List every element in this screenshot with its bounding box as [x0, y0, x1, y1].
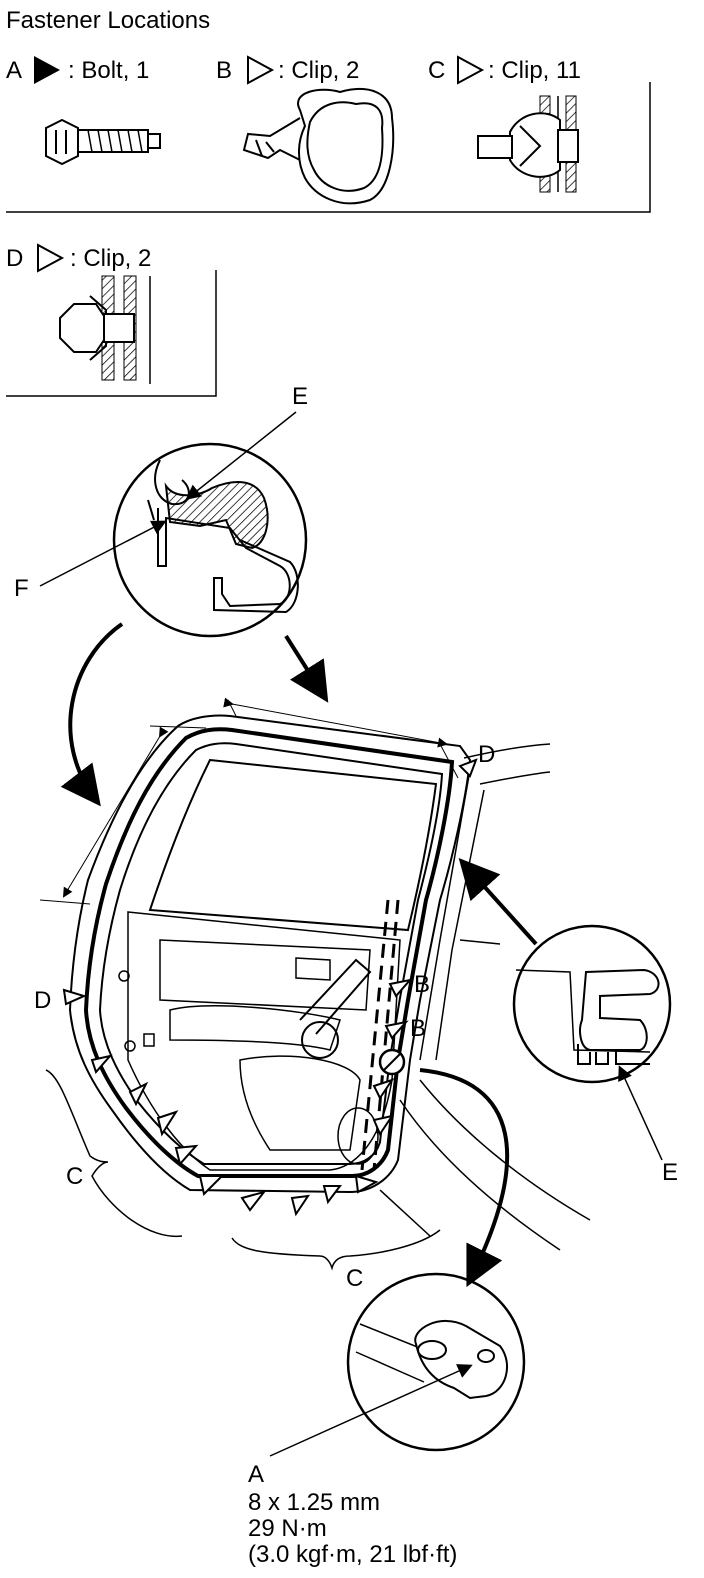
callout-e-top: E — [292, 383, 309, 410]
bolt-icon — [45, 118, 161, 166]
fastener-a-letter: A — [6, 57, 23, 84]
arrow-detail-top — [284, 634, 329, 703]
fastener-c-letter: C — [428, 57, 446, 84]
callout-d-left: D — [34, 987, 52, 1014]
callout-d-top: D — [478, 741, 496, 768]
arrow-detail-left — [60, 622, 124, 807]
leader-e-right — [618, 1065, 663, 1161]
callout-c-bottom: C — [346, 1265, 364, 1292]
callout-f: F — [14, 575, 29, 602]
bolt-size: 8 x 1.25 mm — [248, 1489, 381, 1516]
callout-b-2: B — [410, 1015, 427, 1042]
leader-e-top — [185, 411, 297, 500]
bracket-c-bottom — [231, 1229, 441, 1271]
bolt-spec: 8 x 1.25 mm 29 N·m (3.0 kgf·m, 21 lbf·ft… — [248, 1490, 457, 1568]
clip-b-icon — [242, 88, 395, 205]
page-title: Fastener Locations — [6, 7, 211, 34]
bracket-c-left — [45, 1069, 183, 1238]
open-triangle-icon — [37, 55, 485, 273]
fastener-a-desc: : Bolt, 1 — [68, 57, 150, 84]
bolt-torque: 29 N·m — [248, 1515, 327, 1542]
clip-c-icon — [477, 95, 579, 193]
bolt-torque-alt: (3.0 kgf·m, 21 lbf·ft) — [248, 1541, 458, 1568]
fastener-b-letter: B — [216, 57, 233, 84]
clip-d-icon — [59, 275, 151, 384]
detail-circle-bottom — [346, 1272, 526, 1452]
dimension-lines — [39, 697, 459, 905]
leader-f — [39, 520, 167, 587]
fastener-d-desc: : Clip, 2 — [70, 245, 152, 272]
callout-b-1: B — [414, 971, 431, 998]
detail-circle-right — [512, 924, 672, 1084]
fastener-b-desc: : Clip, 2 — [278, 57, 360, 84]
bolt-location-marker — [378, 1048, 406, 1076]
callout-c-left: C — [66, 1163, 84, 1190]
fastener-c-desc: : Clip, 11 — [488, 57, 581, 84]
body-pillar — [379, 743, 591, 1251]
detail-circle-top — [112, 442, 308, 638]
legend-frame — [6, 82, 651, 397]
callout-e-right: E — [662, 1159, 679, 1186]
leader-a — [269, 1364, 473, 1457]
clip-markers — [62, 758, 478, 1217]
callout-a: A — [248, 1461, 265, 1488]
fastener-d-letter: D — [6, 245, 24, 272]
arrow-detail-right — [458, 858, 538, 946]
filled-triangle-icon — [34, 56, 60, 84]
arrow-detail-bottom — [419, 1068, 510, 1288]
